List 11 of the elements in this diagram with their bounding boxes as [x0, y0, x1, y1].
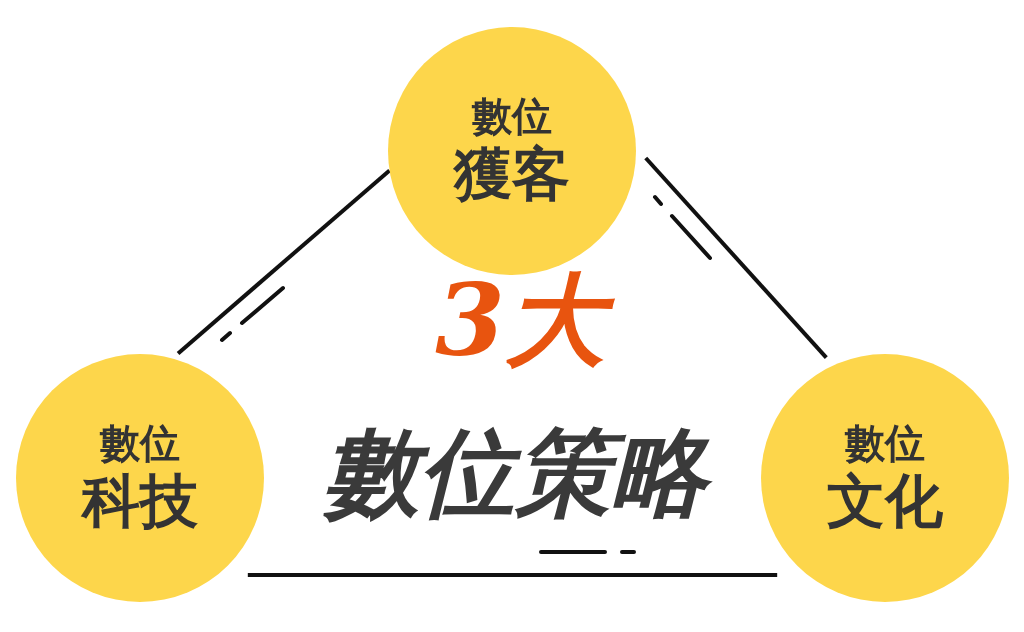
circle-text: 數位 — [845, 419, 925, 468]
connector-line — [176, 168, 391, 355]
circle-text: 數位 — [472, 92, 552, 141]
circle-text: 文化 — [827, 467, 943, 537]
circle-text: 獲客 — [454, 140, 570, 210]
headline-number: 3大 — [400, 270, 640, 370]
headline-title: 數位策略 — [270, 420, 760, 526]
circle-text: 數位 — [100, 419, 180, 468]
connector-line — [247, 573, 778, 578]
circle-text: 科技 — [82, 467, 198, 537]
connector-line — [644, 156, 828, 359]
